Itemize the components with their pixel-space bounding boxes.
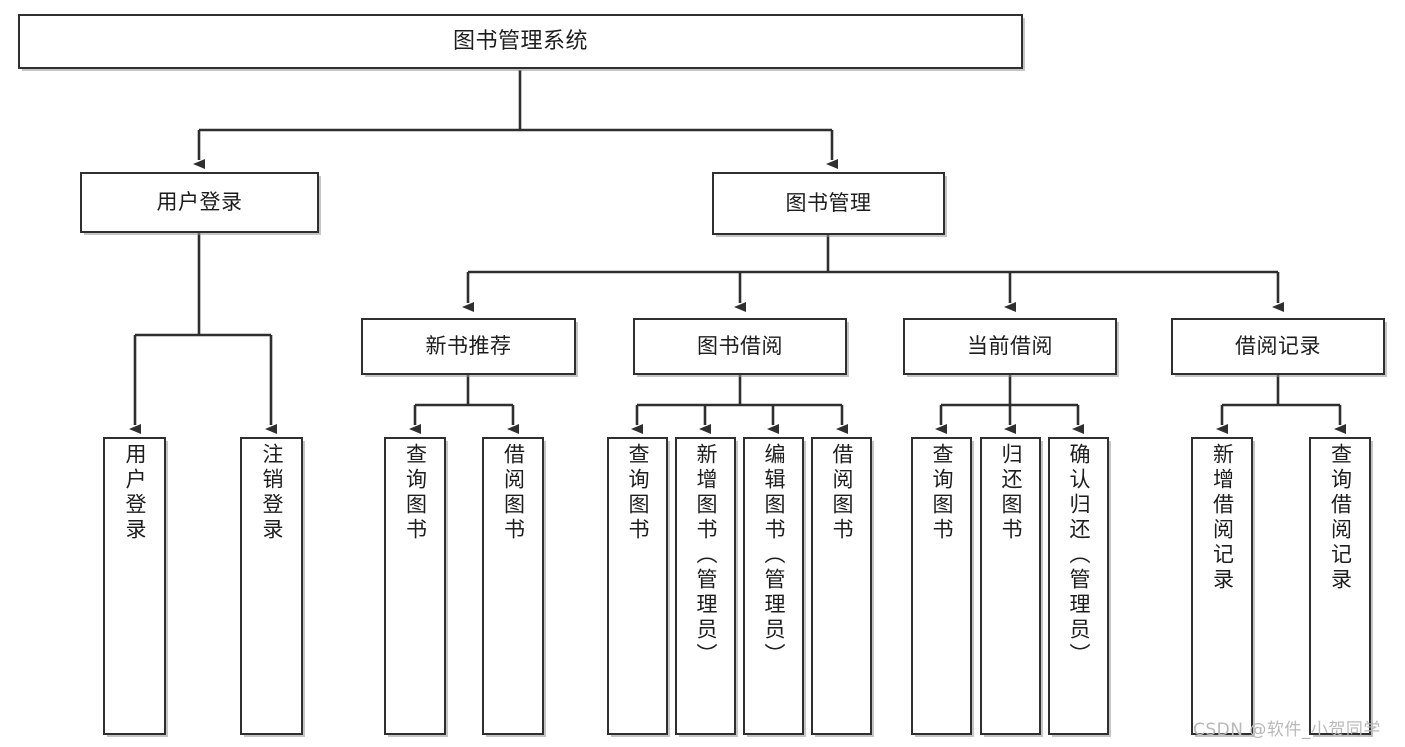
leaf-user-login[interactable]: 用户登录	[103, 437, 166, 735]
node-label: 新增借阅记录	[1210, 443, 1235, 593]
leaf-query-book-recommend[interactable]: 查询图书	[384, 437, 446, 735]
leaf-confirm-return-admin[interactable]: 确认归还（管理员）	[1048, 437, 1109, 735]
node-label: 查询图书	[930, 443, 954, 543]
leaf-add-book-admin[interactable]: 新增图书（管理员）	[675, 437, 736, 735]
csdn-watermark: CSDN @软件_小贺同学	[1193, 720, 1381, 740]
node-user-login[interactable]: 用户登录	[80, 172, 319, 233]
node-label: 归还图书	[999, 443, 1023, 543]
node-label: 图书管理系统	[452, 28, 588, 54]
node-label: 新书推荐	[425, 334, 512, 359]
node-label: 图书借阅	[697, 334, 783, 359]
node-new-book-recommend[interactable]: 新书推荐	[361, 318, 576, 375]
node-current-borrow[interactable]: 当前借阅	[903, 318, 1117, 375]
leaf-borrow-book-borrow[interactable]: 借阅图书	[811, 437, 872, 735]
node-root-system[interactable]: 图书管理系统	[18, 14, 1023, 69]
node-label: 新增图书（管理员）	[694, 443, 718, 668]
node-label: 当前借阅	[967, 334, 1053, 359]
leaf-return-book[interactable]: 归还图书	[980, 437, 1041, 735]
node-label: 用户登录	[123, 443, 147, 543]
node-label: 确认归还（管理员）	[1067, 443, 1091, 668]
leaf-query-book-current[interactable]: 查询图书	[911, 437, 972, 735]
leaf-query-book-borrow[interactable]: 查询图书	[607, 437, 668, 735]
node-book-manage[interactable]: 图书管理	[712, 172, 945, 235]
node-label: 查询借阅记录	[1328, 443, 1353, 593]
node-label: 查询图书	[403, 443, 428, 543]
node-label: 用户登录	[156, 190, 243, 215]
node-label: 查询图书	[626, 443, 650, 543]
node-label: 注销登录	[260, 443, 284, 543]
node-label: 借阅图书	[830, 443, 854, 543]
node-borrow-record[interactable]: 借阅记录	[1171, 318, 1385, 375]
node-label: 编辑图书（管理员）	[762, 443, 786, 668]
leaf-edit-book-admin[interactable]: 编辑图书（管理员）	[743, 437, 804, 735]
node-label: 图书管理	[785, 191, 872, 216]
leaf-borrow-book-recommend[interactable]: 借阅图书	[482, 437, 544, 735]
leaf-query-borrow-record[interactable]: 查询借阅记录	[1309, 437, 1371, 735]
node-book-borrow[interactable]: 图书借阅	[633, 318, 847, 375]
leaf-add-borrow-record[interactable]: 新增借阅记录	[1191, 437, 1253, 735]
leaf-logout-login[interactable]: 注销登录	[240, 437, 303, 735]
node-label: 借阅图书	[501, 443, 526, 543]
node-label: 借阅记录	[1235, 334, 1321, 359]
